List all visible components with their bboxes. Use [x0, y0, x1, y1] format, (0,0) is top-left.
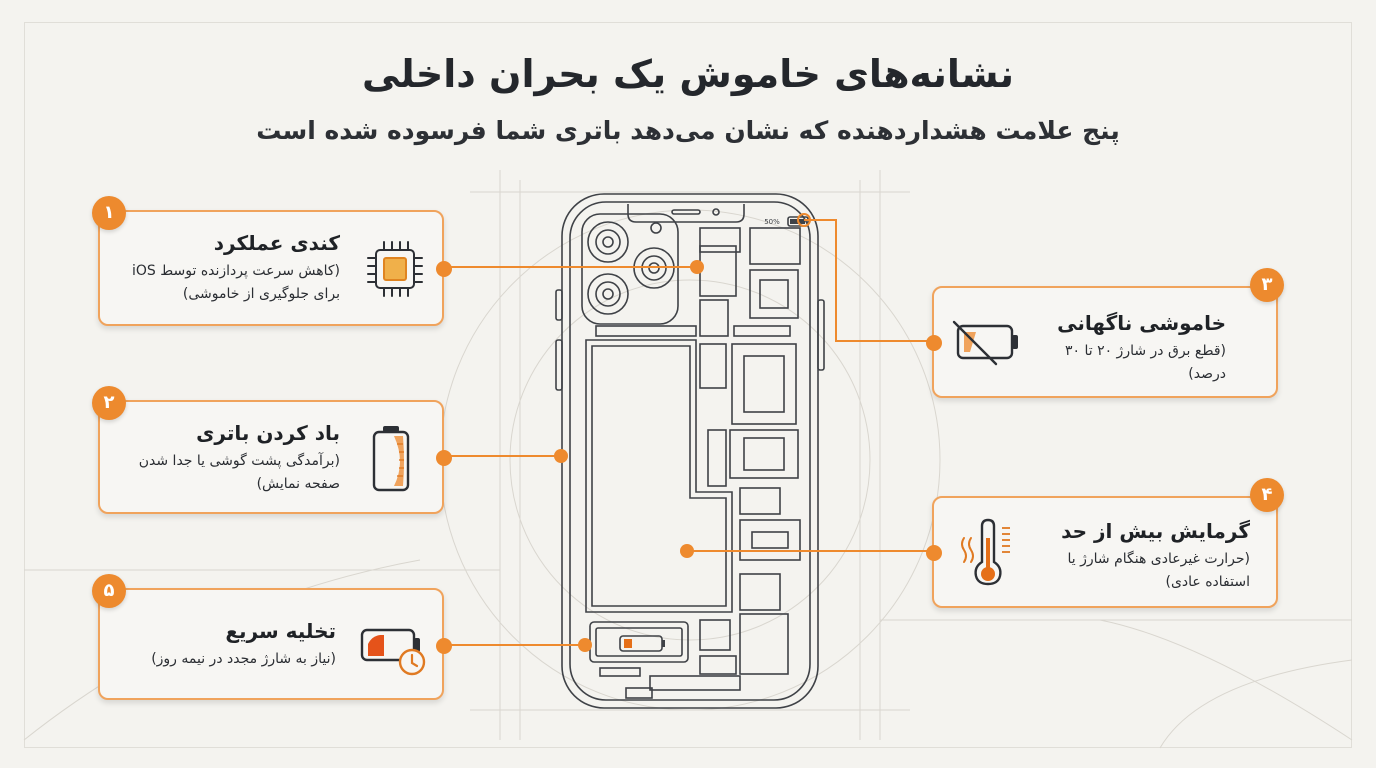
anchor-dot-5-phone	[578, 638, 592, 652]
card-description: (برآمدگی پشت گوشی یا جدا شدن صفحه نمایش)	[138, 453, 340, 492]
card-overheating: گرمایش بیش از حد (حرارت غیرعادی هنگام شا…	[926, 496, 1278, 608]
card-battery-swelling: باد کردن باتری (برآمدگی پشت گوشی یا جدا …	[98, 400, 452, 514]
page-title: نشانه‌های خاموش یک بحران داخلی	[361, 52, 1015, 96]
badge-number-1: ۱	[92, 196, 126, 230]
card-description: (کاهش سرعت پردازنده توسط iOS برای جلوگیر…	[131, 263, 340, 302]
battery-off-icon	[952, 320, 1018, 366]
card-sudden-shutdown: خاموشی ناگهانی (قطع برق در شارژ ۲۰ تا ۳۰…	[926, 286, 1278, 398]
badge-number-2: ۲	[92, 386, 126, 420]
anchor-dot-4-phone	[680, 544, 694, 558]
anchor-dot-2-phone	[554, 449, 568, 463]
battery-pack-outline	[585, 339, 733, 613]
swollen-battery-icon	[372, 426, 410, 492]
thermometer-heat-icon	[961, 518, 1010, 586]
processor-chip-icon	[367, 241, 423, 297]
badge-number-5: ۵	[92, 574, 126, 608]
phone-battery-percent: 50%	[764, 218, 780, 226]
card-title: تخلیه سریع	[225, 619, 336, 643]
battery-drain-clock-icon	[360, 628, 426, 676]
anchor-dot-3-phone	[797, 213, 811, 227]
card-title: گرمایش بیش از حد	[1061, 519, 1250, 543]
card-rapid-drain: تخلیه سریع (نیاز به شارژ مجدد در نیمه رو…	[98, 588, 452, 700]
card-description: (حرارت غیرعادی هنگام شارژ یا استفاده عاد…	[1067, 551, 1250, 590]
content-frame	[24, 22, 1352, 748]
card-title: کندی عملکرد	[213, 231, 340, 255]
card-title: باد کردن باتری	[196, 421, 340, 445]
anchor-dot-3	[926, 335, 942, 351]
camera-module	[581, 213, 679, 325]
badge-number-3: ۳	[1250, 268, 1284, 302]
badge-number-4: ۴	[1250, 478, 1284, 512]
anchor-dot-1-phone	[690, 260, 704, 274]
card-description: (قطع برق در شارژ ۲۰ تا ۳۰ درصد)	[1064, 343, 1226, 382]
card-title: خاموشی ناگهانی	[1057, 311, 1226, 335]
leader-line-3	[804, 219, 932, 342]
anchor-dot-4	[926, 545, 942, 561]
card-performance-slowdown: کندی عملکرد (کاهش سرعت پردازنده توسط iOS…	[98, 210, 452, 326]
page-subtitle: پنج علامت هشداردهنده که نشان می‌دهد باتر…	[256, 116, 1120, 145]
anchor-dot-5	[436, 638, 452, 654]
chip-block	[749, 269, 799, 319]
anchor-dot-2	[436, 450, 452, 466]
card-description: (نیاز به شارژ مجدد در نیمه روز)	[151, 651, 336, 667]
anchor-dot-1	[436, 261, 452, 277]
